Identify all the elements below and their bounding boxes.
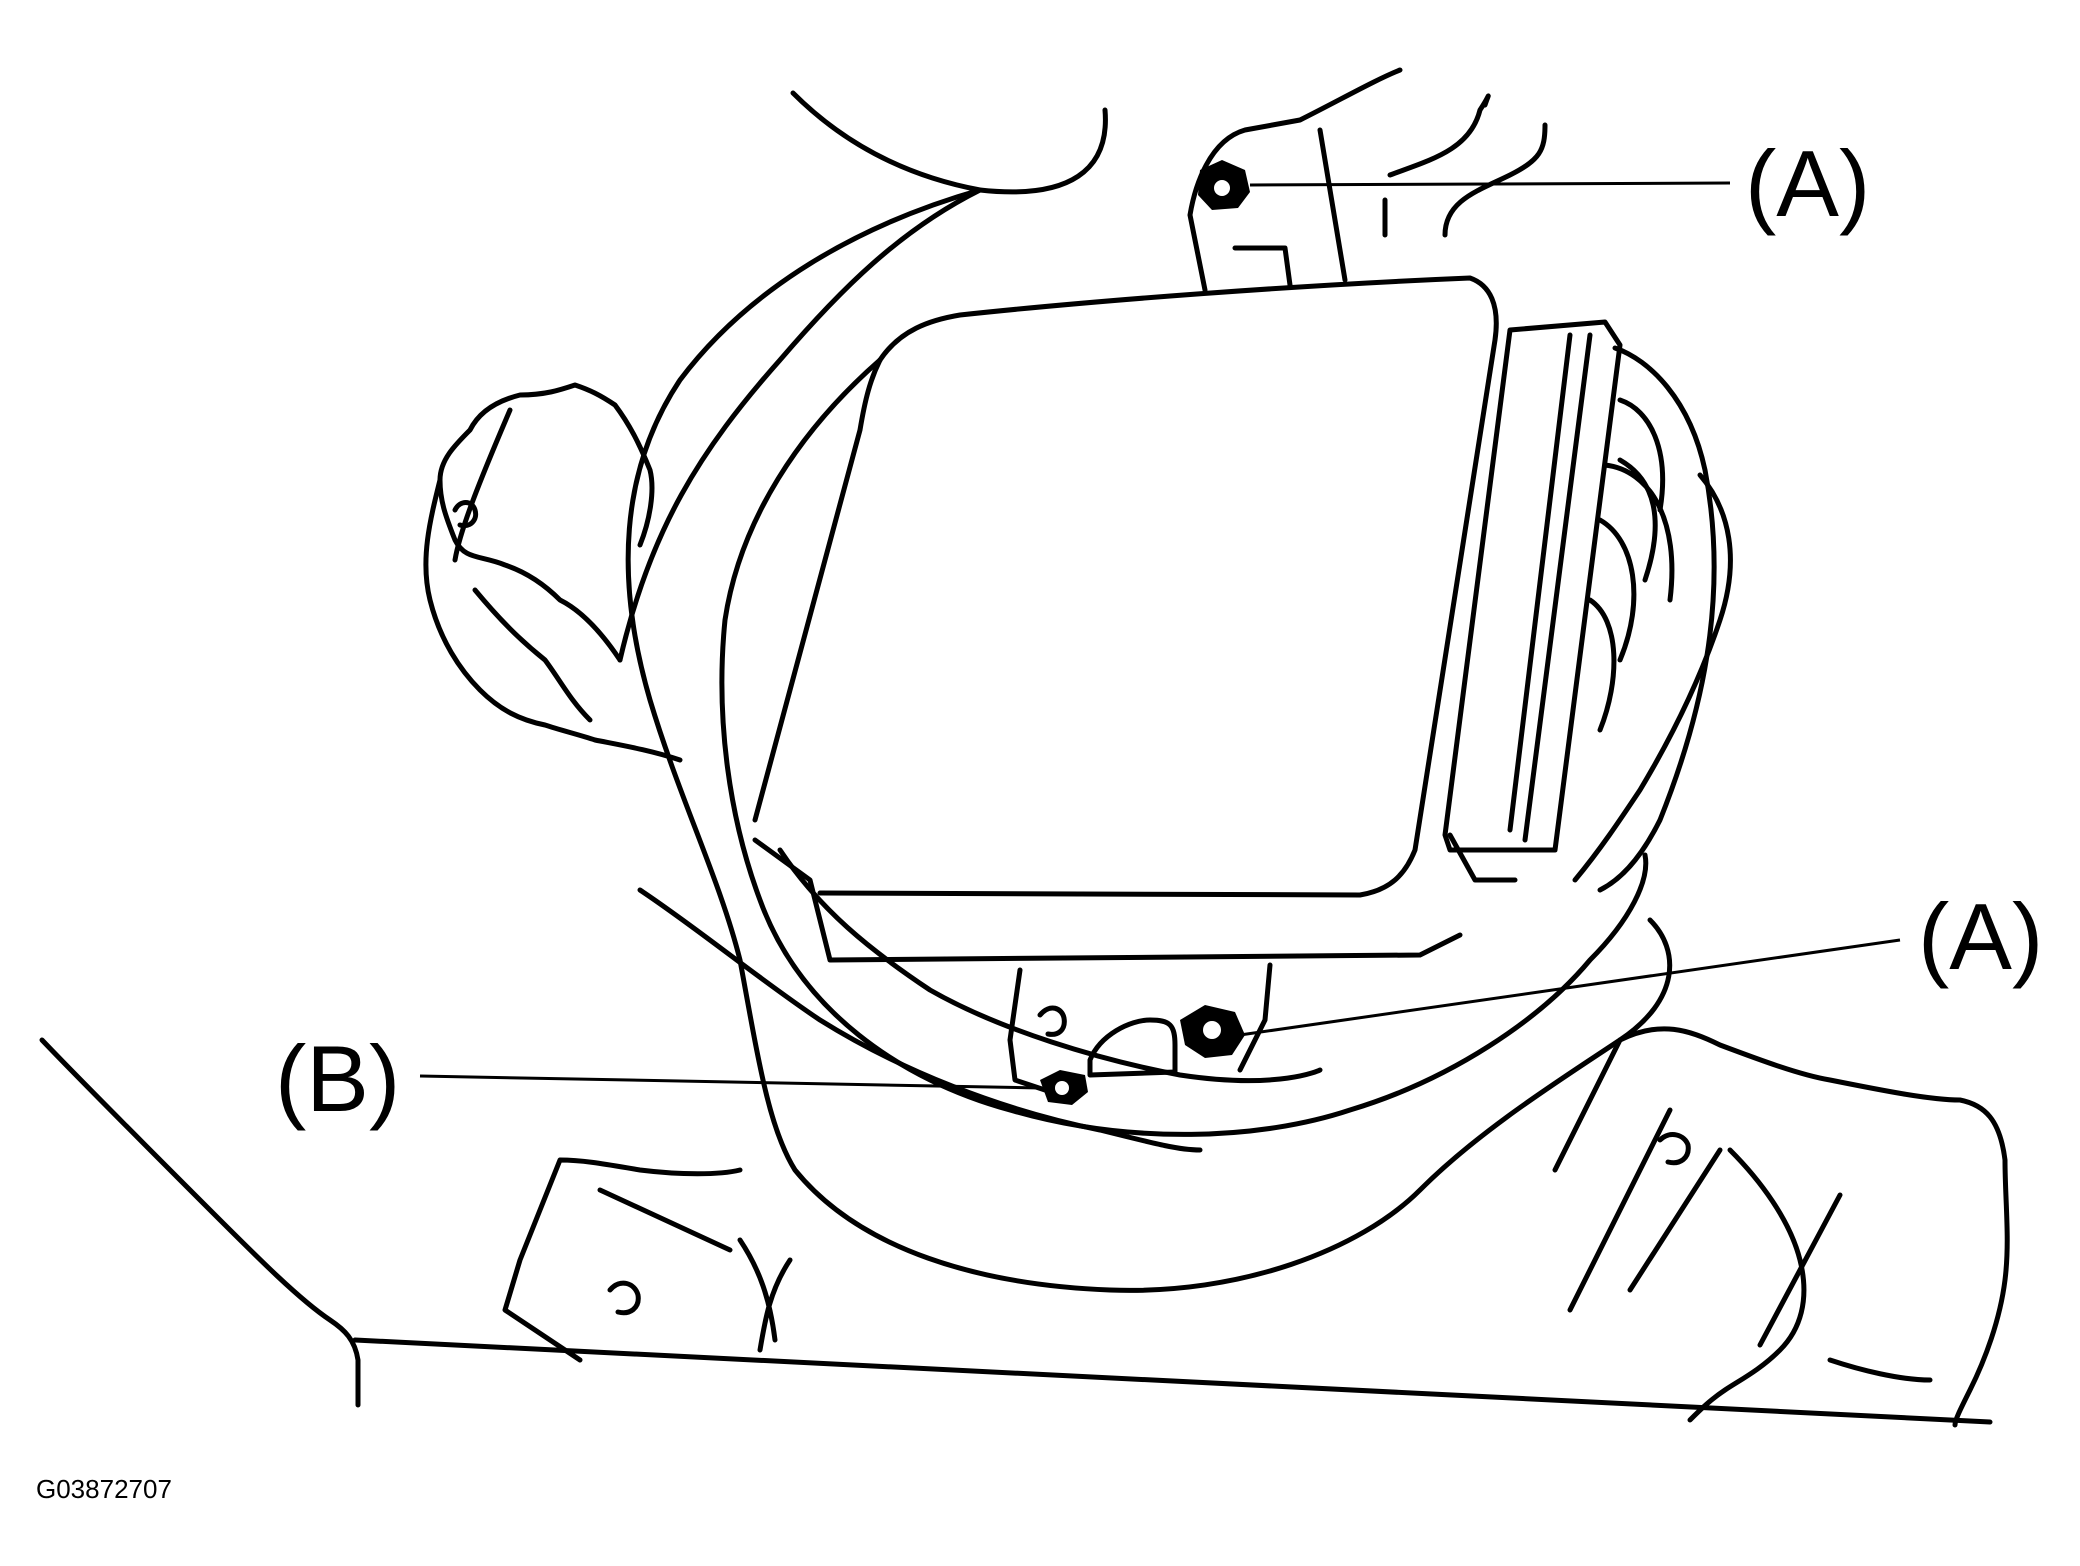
module-left-edge [752,357,883,823]
bolt-b [1040,1070,1088,1105]
bottom-left-bracket-hole [607,1280,641,1316]
left-bracket-detail [452,407,593,723]
module-body [817,275,1499,898]
wiring-loom-inner [1587,397,1675,733]
nut-a-bottom [1180,1005,1245,1058]
harness-strand [617,187,983,663]
top-bracket-edge [1232,127,1388,288]
right-bracket-hole [1657,1132,1691,1166]
harness-loop-outer [625,187,1673,1293]
leader-b [419,1074,1041,1090]
right-bracket-edges [1552,1037,1933,1383]
left-bracket [437,382,655,663]
figure-id: G03872707 [36,1474,172,1504]
upper-harness [790,90,1108,195]
left-bracket-lower [423,477,683,763]
wiring-loom [1597,345,1717,893]
leader-a-bottom [1239,938,1901,1037]
left-bracket-hole [452,500,479,529]
wire-bundle-right [1572,472,1733,883]
harness-strap-lower [637,887,1203,1153]
nut-a-top [1198,160,1250,210]
right-bracket-lower [1687,1147,1807,1423]
lower-tab-slot [1087,1017,1178,1078]
harness-strap [777,847,1323,1084]
connector-ribs [1447,332,1593,883]
base-line [352,1337,1993,1425]
lower-tab-hole [1037,1005,1067,1037]
connector-block [1442,319,1623,853]
callout-b: (B) [275,1026,401,1131]
bottom-left-bracket-edges [597,1187,793,1353]
callout-a-bottom: (A) [1918,884,2044,989]
callout-a-top: (A) [1745,131,1871,236]
right-bracket [1617,1026,2010,1428]
top-bracket [1187,67,1403,293]
harness-loop [719,357,1649,1137]
top-bracket-right [1387,93,1548,238]
bottom-left-bracket [502,1157,743,1363]
leader-a-top [1249,181,1731,187]
base-left-edge [39,1037,361,1408]
